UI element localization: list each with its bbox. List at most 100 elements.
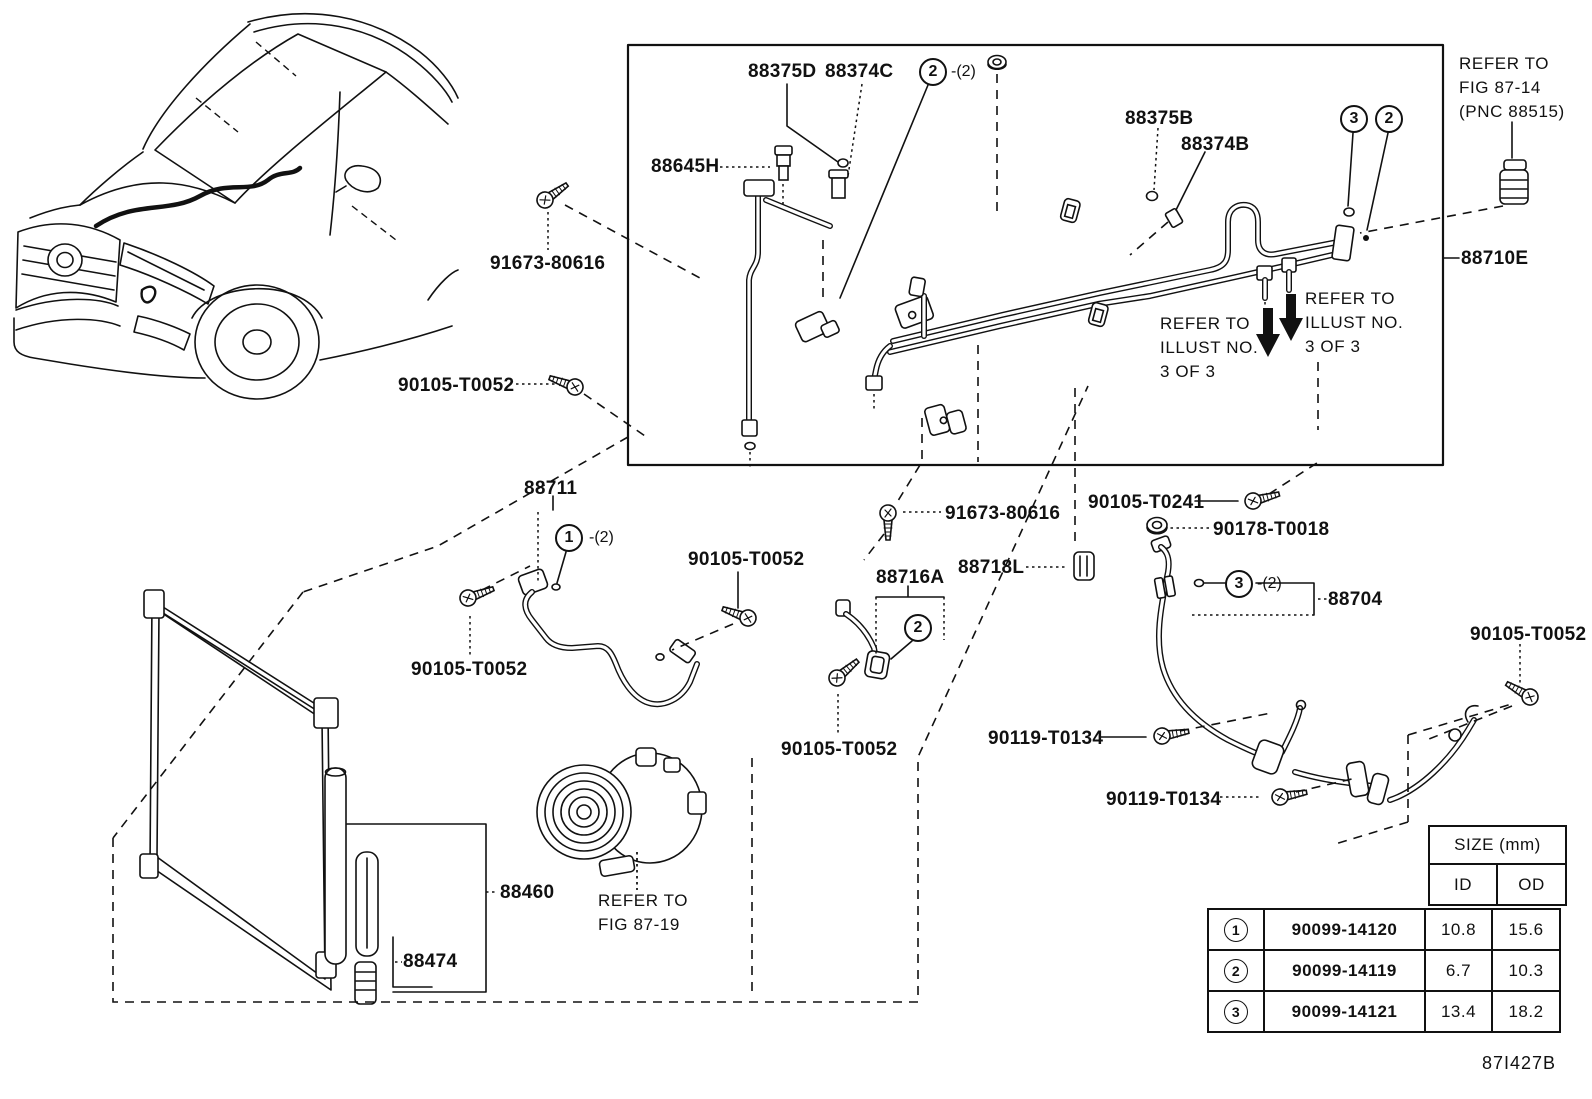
od-cell: 10.3 bbox=[1491, 949, 1561, 992]
part-label-90105-T0052-5: 90105-T0052 bbox=[1470, 624, 1587, 645]
id-cell: 6.7 bbox=[1424, 949, 1493, 992]
ref-marker-3-topright: 3 bbox=[1340, 105, 1368, 133]
note-refer-illust-right: REFER TO ILLUST NO. 3 OF 3 bbox=[1305, 287, 1403, 359]
size-table: 1 90099-14120 10.8 15.6 2 90099-14119 6.… bbox=[1207, 908, 1561, 1033]
note-line: REFER TO bbox=[1305, 289, 1396, 308]
part-number-cell: 90099-14120 bbox=[1263, 908, 1426, 951]
note-line: 3 OF 3 bbox=[1160, 362, 1216, 381]
pipe-clip-icon bbox=[1087, 301, 1109, 328]
ref-circle: 1 bbox=[1224, 917, 1248, 942]
leader-lines bbox=[346, 74, 1521, 993]
liquid-pipe-assembly bbox=[741, 145, 935, 470]
filter-icon bbox=[354, 961, 377, 1005]
size-table-title: SIZE (mm) bbox=[1428, 825, 1567, 865]
od-cell: 18.2 bbox=[1491, 990, 1561, 1033]
part-number-cell: 90099-14119 bbox=[1263, 949, 1426, 992]
grommet-icon bbox=[1146, 516, 1168, 535]
ref-marker-2-top: 2 bbox=[919, 58, 947, 86]
part-label-88718L: 88718L bbox=[958, 557, 1025, 578]
screw-icon bbox=[1501, 675, 1542, 709]
suction-tube-assembly bbox=[865, 190, 1369, 436]
note-line: (PNC 88515) bbox=[1459, 102, 1565, 121]
expansion-valve-icon bbox=[1499, 159, 1529, 205]
receiver-drier-icon bbox=[324, 767, 347, 965]
grommet-ring-icon bbox=[837, 158, 849, 168]
ref-marker-1-hose-qty: -(2) bbox=[589, 529, 614, 546]
ref-circle: 2 bbox=[1224, 958, 1248, 983]
part-label-88645H: 88645H bbox=[651, 156, 720, 177]
ref-marker-2-topright: 2 bbox=[1375, 105, 1403, 133]
od-cell: 15.6 bbox=[1491, 908, 1561, 951]
ref-marker-2-pipe: 2 bbox=[904, 614, 932, 642]
table-row: 2 90099-14119 6.7 10.3 bbox=[1207, 949, 1561, 992]
ref-marker-3-hose: 3 bbox=[1225, 570, 1253, 598]
part-label-90105-T0052-1: 90105-T0052 bbox=[398, 375, 515, 396]
screw-icon bbox=[824, 653, 864, 691]
part-label-88716A: 88716A bbox=[876, 567, 945, 588]
id-cell: 10.8 bbox=[1424, 908, 1493, 951]
pressure-sensor-icon bbox=[828, 169, 849, 199]
note-line: ILLUST NO. bbox=[1160, 338, 1259, 357]
part-label-90105-T0052-4: 90105-T0052 bbox=[781, 739, 898, 760]
note-refer-fig-87-14: REFER TO FIG 87-14 (PNC 88515) bbox=[1459, 52, 1565, 124]
note-line: REFER TO bbox=[1459, 54, 1550, 73]
note-line: ILLUST NO. bbox=[1305, 313, 1404, 332]
part-label-88474: 88474 bbox=[403, 951, 458, 972]
discharge-hose bbox=[517, 568, 700, 708]
ref-cell: 3 bbox=[1207, 990, 1265, 1033]
note-line: 3 OF 3 bbox=[1305, 337, 1361, 356]
part-label-90105-T0052-3: 90105-T0052 bbox=[411, 659, 528, 680]
part-label-88704: 88704 bbox=[1328, 589, 1383, 610]
part-label-91673-80616-1: 91673-80616 bbox=[490, 253, 606, 274]
compressor-icon bbox=[536, 747, 707, 890]
ref-circle: 3 bbox=[1224, 999, 1248, 1024]
suction-hose bbox=[1150, 535, 1479, 806]
part-label-88460: 88460 bbox=[500, 882, 555, 903]
ref-marker-2-top-qty: -(2) bbox=[951, 63, 976, 80]
note-line: FIG 87-19 bbox=[598, 915, 680, 934]
vehicle-sketch bbox=[13, 12, 459, 400]
screw-icon bbox=[1151, 722, 1191, 747]
drawing-code: 87I427B bbox=[1482, 1053, 1557, 1073]
screw-icon bbox=[879, 504, 897, 541]
ref-cell: 1 bbox=[1207, 908, 1265, 951]
assembly-dashed-lines bbox=[112, 204, 1516, 1003]
part-label-88711: 88711 bbox=[524, 478, 578, 499]
part-label-90105-T0241: 90105-T0241 bbox=[1088, 492, 1205, 513]
size-table-header: SIZE (mm) ID OD bbox=[1428, 825, 1568, 906]
down-arrow-icon bbox=[1256, 294, 1303, 357]
screw-icon bbox=[1269, 783, 1309, 808]
note-refer-fig-87-19: REFER TO FIG 87-19 bbox=[598, 889, 688, 937]
part-label-90105-T0052-2: 90105-T0052 bbox=[688, 549, 805, 570]
note-line: FIG 87-14 bbox=[1459, 78, 1541, 97]
size-table-col-id: ID bbox=[1428, 863, 1498, 906]
pipe-clamp-icon bbox=[1073, 551, 1095, 581]
id-cell: 13.4 bbox=[1424, 990, 1493, 1033]
table-row: 3 90099-14121 13.4 18.2 bbox=[1207, 990, 1561, 1033]
liquid-pipe-b bbox=[835, 599, 891, 680]
note-line: REFER TO bbox=[598, 891, 689, 910]
part-label-88374B: 88374B bbox=[1181, 134, 1250, 155]
part-label-88375D: 88375D bbox=[748, 61, 817, 82]
part-label-90178-T0018: 90178-T0018 bbox=[1213, 519, 1330, 540]
part-label-90119-T0134-1: 90119-T0134 bbox=[988, 728, 1104, 749]
part-label-88374C: 88374C bbox=[825, 61, 894, 82]
size-table-col-od: OD bbox=[1495, 863, 1568, 906]
ref-cell: 2 bbox=[1207, 949, 1265, 992]
table-row: 1 90099-14120 10.8 15.6 bbox=[1207, 908, 1561, 951]
part-label-88710E: 88710E bbox=[1461, 248, 1529, 269]
screw-icon bbox=[456, 580, 497, 610]
main-assembly-box bbox=[626, 43, 1445, 467]
ref-marker-1-hose: 1 bbox=[555, 524, 583, 552]
ref-marker-3-hose-qty: -(2) bbox=[1257, 575, 1282, 592]
condenser-assembly bbox=[139, 589, 379, 1005]
part-label-88375B: 88375B bbox=[1125, 108, 1194, 129]
nut-icon bbox=[987, 54, 1007, 71]
note-refer-illust-left: REFER TO ILLUST NO. 3 OF 3 bbox=[1160, 312, 1258, 384]
pressure-switch-icon bbox=[774, 145, 793, 206]
part-number-cell: 90099-14121 bbox=[1263, 990, 1426, 1033]
note-line: REFER TO bbox=[1160, 314, 1251, 333]
part-label-91673-80616-2: 91673-80616 bbox=[945, 503, 1061, 524]
part-label-90119-T0134-2: 90119-T0134 bbox=[1106, 789, 1222, 810]
